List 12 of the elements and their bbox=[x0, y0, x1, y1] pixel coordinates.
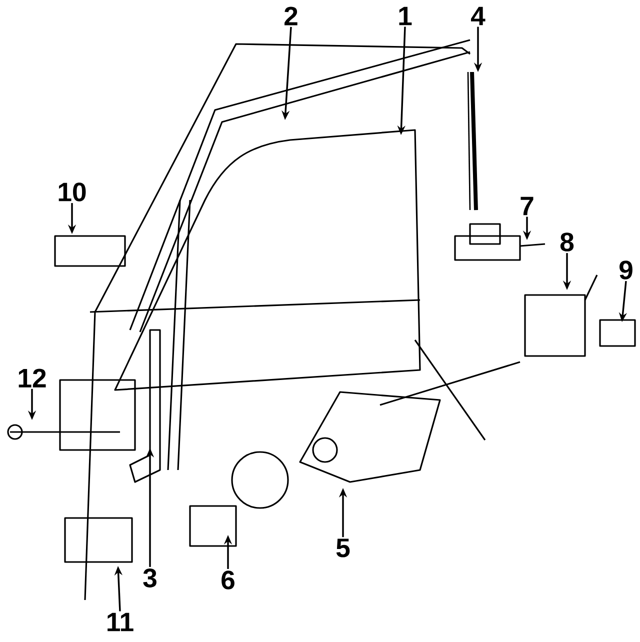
callout-number: 4 bbox=[470, 6, 486, 26]
callout-number: 8 bbox=[560, 232, 574, 252]
callout-number: 10 bbox=[58, 182, 86, 202]
callout-number: 7 bbox=[520, 196, 534, 216]
callout-number: 3 bbox=[143, 568, 156, 588]
callout-number: 6 bbox=[222, 570, 234, 590]
callout-number: 1 bbox=[399, 6, 412, 26]
callout-number: 2 bbox=[284, 6, 298, 26]
callout-number: 9 bbox=[620, 260, 632, 280]
callout-number: 11 bbox=[108, 612, 134, 632]
callout-number: 5 bbox=[336, 538, 350, 558]
callout-number: 12 bbox=[18, 368, 46, 388]
